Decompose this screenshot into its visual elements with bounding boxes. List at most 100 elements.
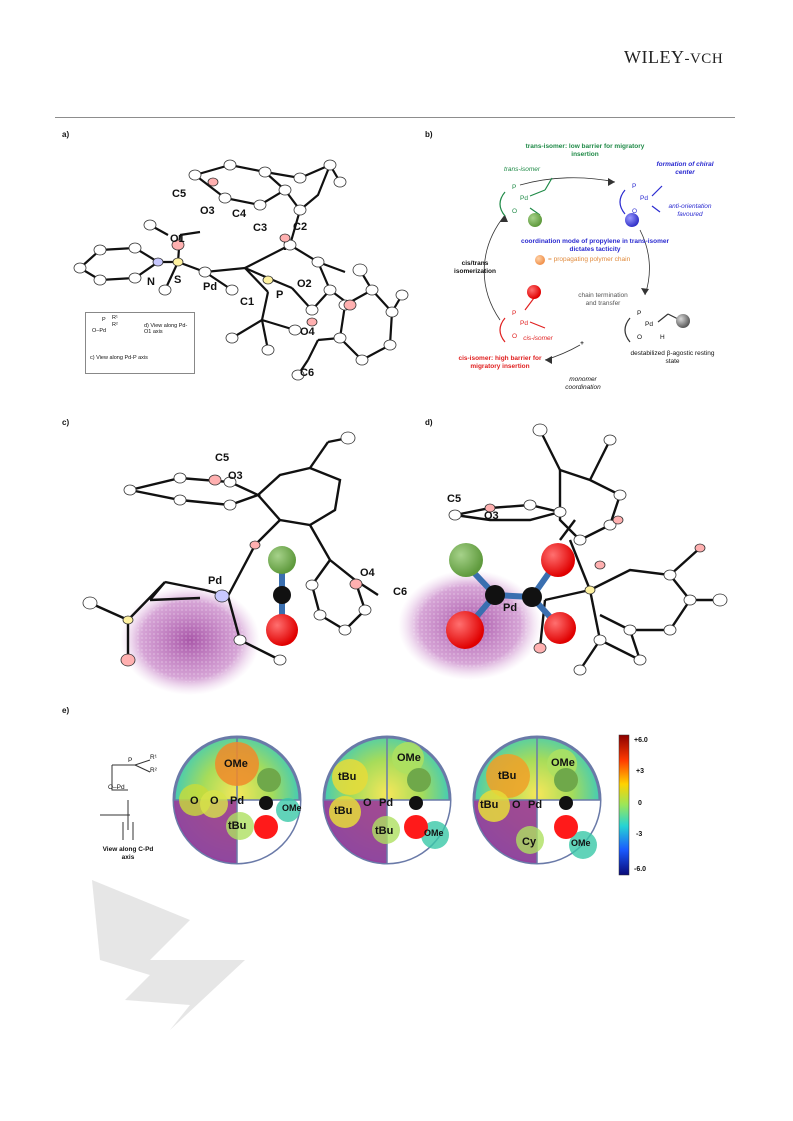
panel-d-olefin-model <box>446 543 576 649</box>
panel-a-ellipsoids <box>73 159 409 381</box>
steric-map-3 <box>472 735 602 865</box>
atom-n-a: N <box>147 276 155 288</box>
map3-tbu-1: tBu <box>498 770 517 782</box>
chiral-o: O <box>632 208 638 215</box>
panel-label-e: e) <box>62 706 70 715</box>
scheme-view-label: View along C-Pd axis <box>102 846 154 861</box>
inset-opd: O–Pd <box>92 328 107 334</box>
atom-c5-d: C5 <box>447 493 462 505</box>
atom-c1-a: C1 <box>240 296 255 308</box>
propagating-chain-legend-sphere <box>535 255 545 265</box>
map3-cy: Cy <box>522 836 537 848</box>
map3-pd: Pd <box>528 799 543 811</box>
chiral-p: P <box>632 183 637 190</box>
colour-scale-bar <box>618 734 630 876</box>
propagating-chain-label: = propagating polymer chain <box>548 256 631 263</box>
map3-o: O <box>512 799 521 811</box>
scale-tick-max: +6.0 <box>634 737 648 744</box>
chiral-complex <box>619 185 663 215</box>
coordination-mode-label: coordination mode of propylene in trans-… <box>520 238 670 253</box>
trans-o: O <box>512 208 518 215</box>
publisher-main: WILEY <box>624 47 685 67</box>
trans-label: trans-isomer <box>503 166 541 173</box>
map3-ome-top: OMe <box>551 757 575 769</box>
atom-c4-a: C4 <box>232 208 247 220</box>
atom-c5-a: C5 <box>172 188 187 200</box>
map1-tbu: tBu <box>228 820 247 832</box>
panel-c-heteroatoms <box>120 474 363 667</box>
atom-o4-a: O4 <box>300 326 315 338</box>
panel-d-ellipsoids <box>448 423 728 676</box>
map1-o-2: O <box>210 795 219 807</box>
map2-tbu-3: tBu <box>375 825 394 837</box>
panel-c-ellipsoids <box>82 431 372 666</box>
inset-r1: R¹ <box>112 315 118 321</box>
watermark-swoosh <box>92 880 245 1030</box>
scale-tick-3: +3 <box>636 768 644 775</box>
isomerization-label: cis/trans isomerization <box>454 260 496 275</box>
map2-tbu-1: tBu <box>338 771 357 783</box>
panel-label-c: c) <box>62 418 70 427</box>
inset-p: P <box>102 317 106 323</box>
resting-state-label: destabilized β-agostic resting state <box>630 350 715 365</box>
map2-ome-right: OMe <box>424 828 444 838</box>
cis-p: P <box>512 310 517 317</box>
scale-tick-neg3: -3 <box>636 831 643 838</box>
trans-complex <box>499 177 553 217</box>
header-rule <box>55 117 735 118</box>
publisher-logo: WILEY-VCH <box>624 47 723 68</box>
steric-map-2 <box>322 735 452 865</box>
panel-a-heteroatoms <box>152 177 357 327</box>
publisher-suffix: -VCH <box>684 51 724 67</box>
resting-p: P <box>637 310 642 317</box>
atom-pd-c: Pd <box>208 575 223 587</box>
map1-ome-top: OMe <box>224 758 248 770</box>
atom-o3-a: O3 <box>200 205 215 217</box>
scheme-r1: R¹ <box>150 754 157 761</box>
resting-pd: Pd <box>645 321 653 328</box>
monomer-coordination-label: monomer coordination <box>565 376 601 391</box>
map1-ome-right: OMe <box>282 803 302 813</box>
panel-b-arrows <box>500 178 649 364</box>
panel-c-olefin-model <box>266 546 298 646</box>
resting-h: H <box>660 334 665 341</box>
trans-polymer-sphere <box>528 213 542 227</box>
scale-tick-0: 0 <box>638 800 642 807</box>
atom-c6-a: C6 <box>300 367 315 379</box>
atom-pd-d: Pd <box>503 602 518 614</box>
scale-tick-min: -6.0 <box>634 866 647 873</box>
resting-polymer-sphere <box>676 314 690 328</box>
atom-o3-d: O3 <box>484 510 499 522</box>
map2-pd: Pd <box>379 797 394 809</box>
map2-tbu-2: tBu <box>334 805 353 817</box>
cis-title: cis-isomer: high barrier for migratory i… <box>458 355 542 370</box>
inset-view-d: d) View along Pd-O1 axis <box>144 323 188 335</box>
panel-e-scheme <box>100 759 151 840</box>
map2-ome-top: OMe <box>397 752 421 764</box>
cis-complex <box>499 297 546 343</box>
panel-label-a: a) <box>62 130 70 139</box>
cis-polymer-sphere <box>527 285 541 299</box>
plus-sign: + <box>580 340 584 347</box>
atom-c6-c: C6 <box>393 586 408 598</box>
inset-r2: R² <box>112 322 118 328</box>
panel-d-heteroatoms <box>484 503 706 654</box>
map2-o: O <box>363 797 372 809</box>
resting-o: O <box>637 334 643 341</box>
trans-p: P <box>512 184 517 191</box>
atom-c5-c: C5 <box>215 452 230 464</box>
map3-tbu-2: tBu <box>480 799 499 811</box>
atom-o3-c: O3 <box>228 470 243 482</box>
map1-o-1: O <box>190 795 199 807</box>
atom-o1-a: O1 <box>170 233 185 245</box>
termination-label: chain termination and transfer <box>578 292 628 307</box>
panel-c-shade-texture <box>135 598 245 682</box>
cis-pd: Pd <box>520 320 528 327</box>
scheme-p: P <box>128 757 133 764</box>
cis-o: O <box>512 333 518 340</box>
trans-title: trans-isomer: low barrier for migratory … <box>525 143 645 158</box>
cis-label: cis-isomer <box>523 335 553 342</box>
panel-a-inset: P R¹ R² O–Pd d) View along Pd-O1 axis c)… <box>85 312 195 374</box>
map1-pd: Pd <box>230 795 245 807</box>
scheme-opd: O–Pd <box>108 784 125 791</box>
